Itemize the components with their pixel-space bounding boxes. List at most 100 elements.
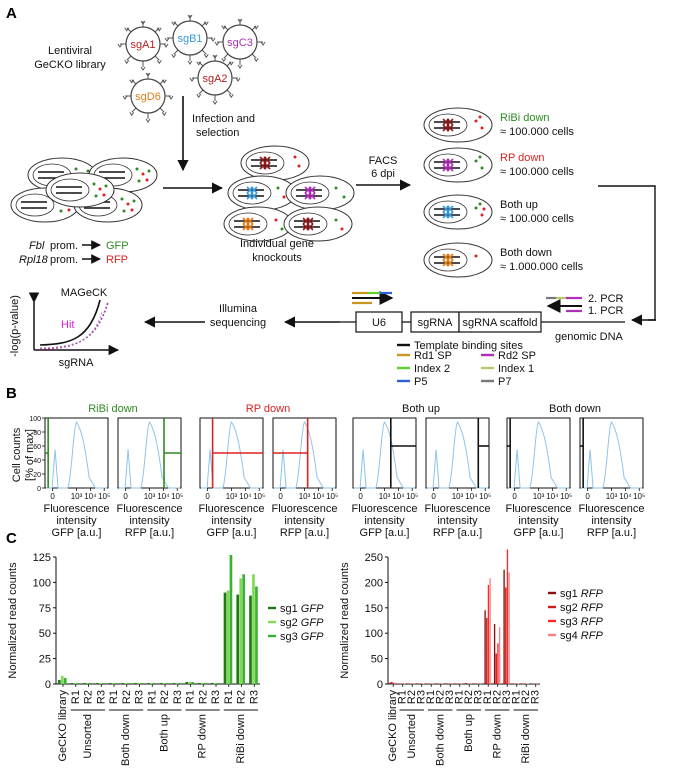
x-axis-label-1: Fluorescence [198, 503, 264, 515]
cell [285, 175, 355, 211]
legend-entry: sg3 GFP [280, 631, 324, 643]
histogram-y-label-2: [% of max] [24, 429, 36, 481]
bar [226, 590, 230, 684]
bar [408, 683, 410, 684]
bar [503, 569, 505, 684]
bar [441, 683, 444, 684]
x-axis-channel: GFP [a.u.] [514, 527, 564, 539]
y-axis-label: Normalized read counts [339, 562, 351, 679]
histogram-group-title: RP down [246, 403, 290, 415]
y-tick-label: 100 [365, 628, 383, 640]
bar [430, 683, 433, 684]
x-tick-label: 10³ [226, 492, 238, 501]
bar [465, 682, 467, 684]
cell [223, 206, 293, 242]
x-axis-label-1: Fluorescence [424, 503, 490, 515]
bar [76, 682, 80, 684]
bar [517, 683, 520, 684]
sorted-population-name: RP down [500, 152, 544, 164]
category-label: R2 [197, 690, 209, 704]
x-tick-label: 0 [358, 492, 363, 501]
category-label: R1 [482, 690, 494, 704]
facs-label-1: FACS [369, 155, 398, 167]
panel-a-letter: A [6, 5, 17, 22]
y-tick-label: 60 [33, 444, 41, 451]
bar [213, 682, 217, 684]
virus-label: sgC3 [227, 37, 253, 49]
bar [140, 682, 144, 684]
y-tick-label: 0 [45, 679, 51, 691]
x-tick-label: 0 [50, 492, 55, 501]
y-tick-label: 40 [33, 458, 41, 465]
x-axis-label-2: intensity [518, 515, 559, 527]
bar [249, 595, 252, 684]
bar [525, 683, 528, 684]
bar [457, 683, 459, 684]
bar [255, 586, 258, 684]
legend-label: Template binding sites [414, 340, 523, 352]
bar [252, 574, 255, 684]
virus-particle: sgB1 [164, 14, 216, 65]
x-tick-label: 10⁵ [479, 492, 491, 501]
group-label: Both down [120, 714, 132, 766]
y-tick-label: 0 [37, 486, 41, 493]
bar [70, 682, 74, 684]
legend-label: Index 1 [498, 363, 534, 375]
bar [495, 653, 497, 684]
scaffold-box [458, 311, 542, 333]
bar [497, 643, 499, 684]
virus-label: sgA2 [202, 73, 227, 85]
x-axis-label-2: intensity [284, 515, 325, 527]
category-label: R1 [511, 690, 523, 704]
bar [410, 683, 412, 684]
cell [423, 107, 493, 143]
x-axis-label-2: intensity [56, 515, 97, 527]
bar [102, 682, 105, 684]
sorted-population-count: ≈ 1.000.000 cells [500, 261, 584, 273]
bar [111, 682, 115, 684]
infection-label-1: Infection and [192, 113, 255, 125]
bar [210, 682, 214, 684]
bar [470, 683, 472, 684]
category-label: R1 [425, 690, 437, 704]
bar [524, 683, 526, 684]
x-axis-label-2: intensity [211, 515, 252, 527]
facs-label-2: 6 dpi [371, 168, 395, 180]
group-label: Both up [158, 714, 170, 752]
sgrna-construct: U6 sgRNA sgRNA scaffold genomic DNA 2. P… [340, 291, 625, 343]
x-axis-label-1: Fluorescence [43, 503, 109, 515]
genomic-dna-label: genomic DNA [555, 331, 624, 343]
bar [448, 683, 450, 684]
category-label: R1 [223, 690, 235, 704]
bar [432, 683, 434, 684]
y-tick-label: 150 [365, 603, 383, 615]
bar [400, 683, 402, 684]
x-axis-channel: RFP [a.u.] [433, 527, 482, 539]
category-label: R3 [95, 690, 107, 704]
bar [512, 683, 515, 684]
x-tick-label: 0 [278, 492, 283, 501]
category-label: R3 [473, 690, 485, 704]
x-tick-label: 10³ [144, 492, 156, 501]
u6-box [355, 311, 403, 333]
legend-label: P7 [498, 376, 511, 388]
x-tick-label: 0 [431, 492, 436, 501]
legend-entry: sg1 GFP [280, 603, 324, 615]
cell [227, 175, 297, 211]
bar [73, 682, 77, 684]
x-tick-label: 0 [585, 492, 590, 501]
x-axis-label-2: intensity [129, 515, 170, 527]
category-label: R2 [83, 690, 95, 704]
mageck-x-label: sgRNA [59, 357, 95, 369]
bar [419, 683, 421, 684]
category-label: R3 [501, 690, 513, 704]
x-axis-channel: GFP [a.u.] [52, 527, 102, 539]
x-tick-label: 10⁴ [84, 492, 97, 501]
